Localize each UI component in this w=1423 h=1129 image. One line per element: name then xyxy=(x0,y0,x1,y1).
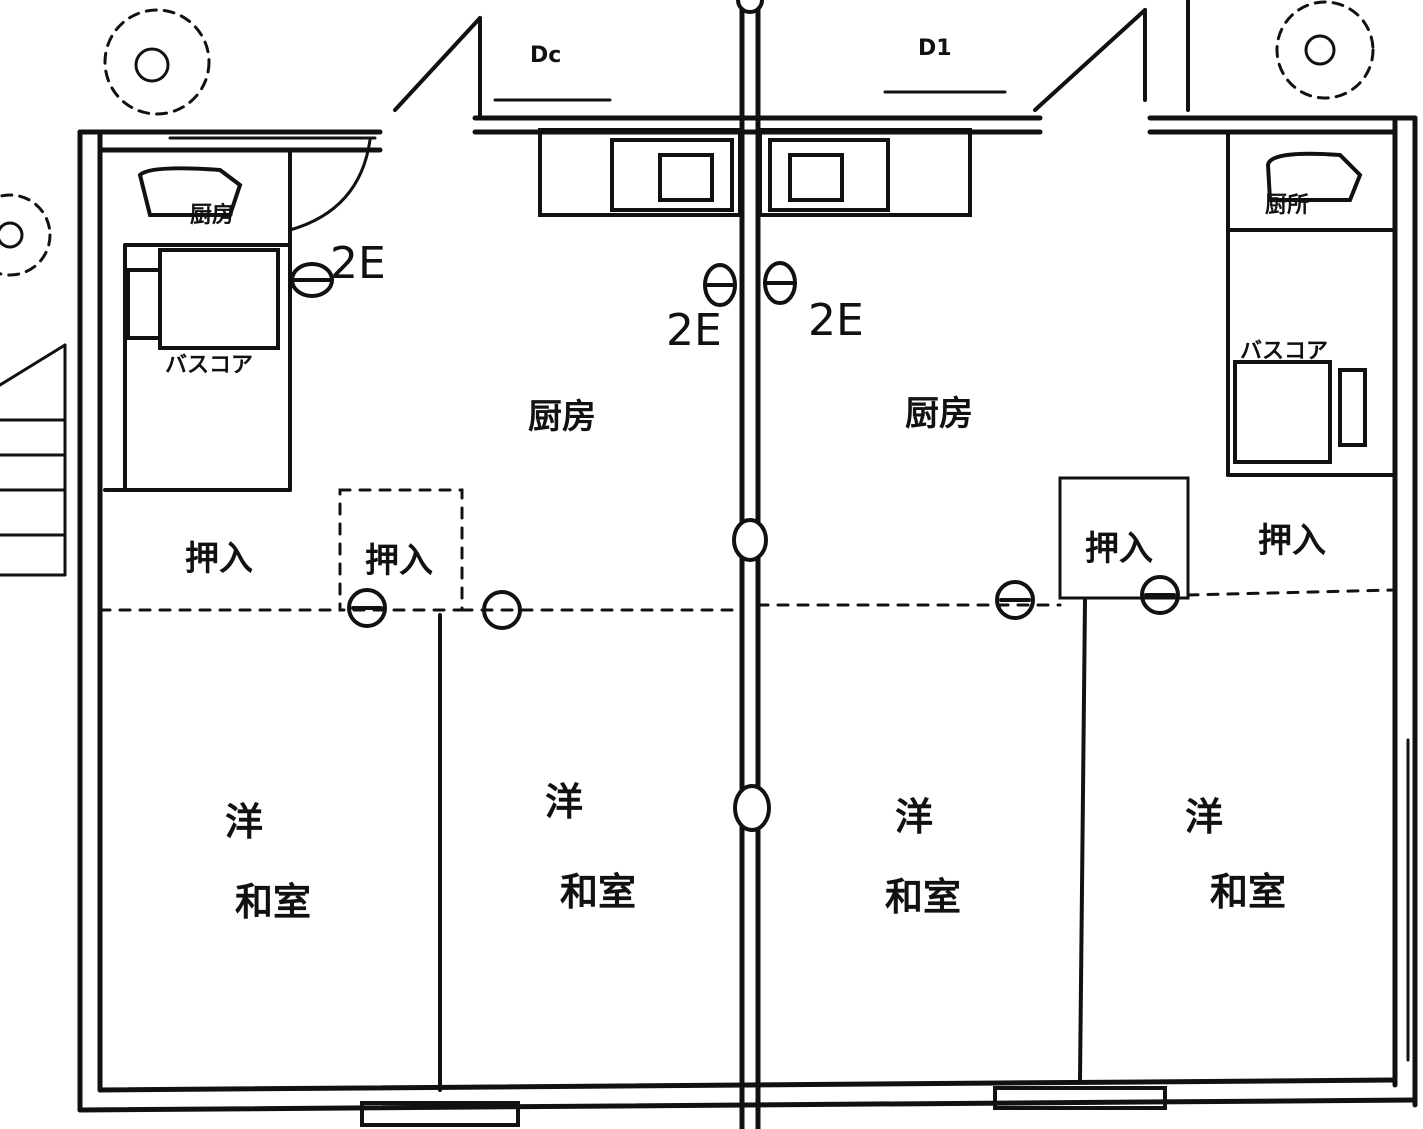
party-wall-fixture-mid xyxy=(732,518,768,562)
bath-label-right: バスコア xyxy=(1240,339,1328,364)
party-wall-fixture-low xyxy=(733,784,771,832)
party-wall xyxy=(739,0,761,1129)
wall-window-marks xyxy=(168,90,1410,1062)
room-4-note: 洋 xyxy=(1185,795,1223,839)
closet-label-1: 押入 xyxy=(185,539,253,579)
tree-icon xyxy=(0,0,1375,277)
room-labels: 洋 和室 洋 和室 洋 和室 洋 和室 xyxy=(225,780,1286,924)
kitchen-label-right: 厨房 xyxy=(905,394,973,434)
kitchen-counter-left xyxy=(538,128,742,217)
electric-labels: 2E 2E 2E xyxy=(330,238,864,356)
room-1-note: 洋 xyxy=(225,800,263,844)
party-wall-fixture-top xyxy=(736,0,764,14)
bath-block-left xyxy=(103,148,292,492)
bath-door-swing-left xyxy=(288,138,372,232)
kitchen-counter-right xyxy=(758,128,972,217)
closet-label-3: 押入 xyxy=(1085,529,1153,569)
small-kitchen-label-right: 厨所 xyxy=(1265,193,1309,218)
electric-label-bath-left: 2E xyxy=(330,238,386,289)
entry-door-swings xyxy=(393,0,1190,120)
partition-dashed-right xyxy=(756,588,1397,607)
room-2-note: 洋 xyxy=(545,780,583,824)
door-labels: Dc D1 xyxy=(530,36,952,68)
room-2-label: 和室 xyxy=(560,870,636,914)
stairs-left xyxy=(0,343,67,577)
bath-block-right xyxy=(1226,130,1397,477)
room-dividers xyxy=(438,598,1087,1092)
small-kitchen-label-left: 厨房 xyxy=(190,202,234,228)
column-markers xyxy=(347,575,1180,630)
room-3-label: 和室 xyxy=(885,875,961,919)
electric-fixtures xyxy=(290,261,797,307)
closet-label-2: 押入 xyxy=(365,541,433,581)
closet-labels: 押入 押入 押入 押入 xyxy=(185,521,1326,581)
bath-label-left: バスコア xyxy=(165,353,253,378)
electric-label-center-left: 2E xyxy=(666,305,722,356)
outer-walls xyxy=(77,115,1418,1113)
room-3-note: 洋 xyxy=(895,795,933,839)
door-label-left: Dc xyxy=(530,43,561,68)
closet-walls-right xyxy=(1058,476,1190,600)
closet-walls-left xyxy=(98,488,744,612)
kitchen-labels: 厨房 厨房 厨房 厨所 xyxy=(190,193,1309,437)
room-4-label: 和室 xyxy=(1210,870,1286,914)
kitchen-label-left: 厨房 xyxy=(528,397,596,437)
balcony-windows xyxy=(360,1086,1167,1127)
door-label-right: D1 xyxy=(918,36,952,61)
electric-label-center-right: 2E xyxy=(808,295,864,346)
closet-label-4: 押入 xyxy=(1258,521,1326,561)
room-1-label: 和室 xyxy=(235,880,311,924)
bath-labels: バスコア バスコア xyxy=(165,339,1328,378)
